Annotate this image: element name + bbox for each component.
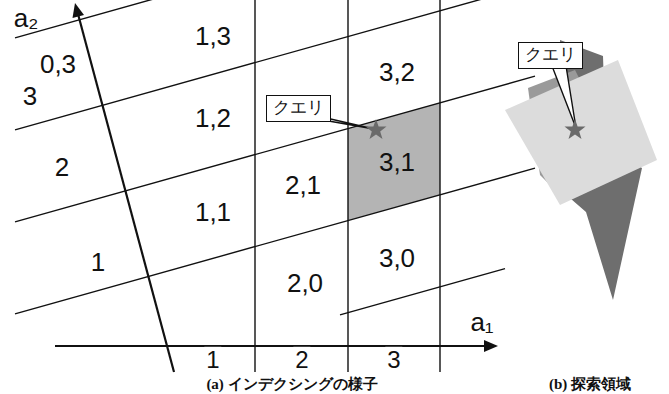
cell-label: 3,0 [377, 244, 417, 273]
axes [55, 3, 498, 372]
axis-tick: 2 [293, 347, 310, 373]
callout-text: クエリ [273, 98, 324, 118]
axis-tick: 3 [21, 82, 39, 111]
cell-label: 0,3 [38, 50, 78, 79]
axis-tick: 1 [89, 248, 107, 277]
query-cell [348, 103, 440, 221]
axis-tick: 3 [385, 347, 402, 373]
cell-label: 1,2 [193, 104, 233, 133]
cell-label: 2,1 [283, 171, 323, 200]
cell-label: 1,3 [193, 22, 233, 51]
cell-label: 1,1 [193, 198, 233, 227]
axis-tick: 2 [53, 153, 71, 182]
grid-lines [15, 0, 535, 372]
axis-tick: 1 [204, 347, 221, 373]
callout-box: クエリ [266, 95, 331, 122]
cell-label: 3,2 [377, 58, 417, 87]
caption: (a) インデクシングの様子 [204, 376, 379, 393]
callout-box: クエリ [518, 42, 583, 69]
axis-label: a₂ [12, 4, 41, 33]
query-star [366, 119, 387, 139]
search-region [505, 40, 657, 300]
callout-text: クエリ [525, 45, 576, 65]
axis-label: a₁ [468, 308, 495, 337]
cell-label: 2,0 [285, 269, 325, 298]
cell-label: 3,1 [377, 148, 417, 177]
caption: (b) 探索領域 [547, 376, 633, 393]
